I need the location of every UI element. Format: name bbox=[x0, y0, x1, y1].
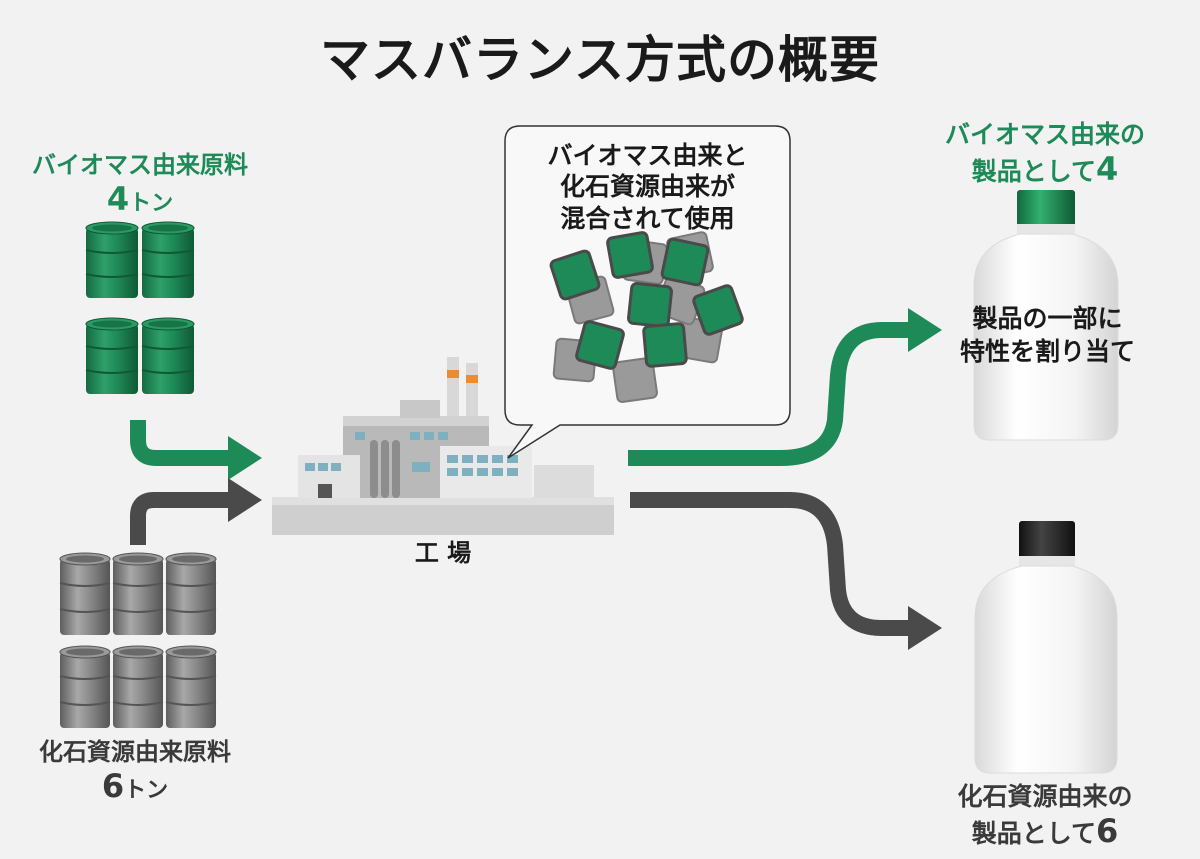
gray-barrel-icon bbox=[59, 552, 111, 636]
bio-output-line-1: バイオマス由来の bbox=[944, 120, 1145, 149]
bio-input-unit: トン bbox=[129, 191, 174, 216]
fossil-output-line-2: 製品として6 bbox=[920, 812, 1170, 850]
bio-output-amount: 4 bbox=[1096, 150, 1119, 188]
fossil-input-amount-line: 6トン bbox=[55, 767, 215, 805]
bubble-line-1: バイオマス由来と bbox=[547, 141, 748, 170]
bubble-line-2: 化石資源由来が bbox=[559, 172, 735, 202]
green-barrel-icon bbox=[85, 317, 139, 395]
bio-input-label: バイオマス由来原料 bbox=[32, 151, 248, 179]
green-barrel-icon bbox=[141, 317, 195, 395]
bio-bottle-note-line-2: 特性を割り当て bbox=[960, 336, 1136, 366]
bio-input-arrow bbox=[130, 420, 262, 480]
bio-output-line-2: 製品として4 bbox=[920, 150, 1170, 188]
gray-barrel-icon bbox=[165, 552, 217, 636]
bio-output-label: バイオマス由来の 製品として4 bbox=[920, 120, 1170, 188]
bio-bottle-note: 製品の一部に 特性を割り当て bbox=[960, 303, 1135, 368]
fossil-barrels bbox=[59, 552, 217, 729]
fossil-output-prefix: 製品として bbox=[971, 819, 1096, 848]
fossil-output-label: 化石資源由来の 製品として6 bbox=[920, 782, 1170, 850]
bubble-line-3: 混合されて使用 bbox=[560, 203, 735, 233]
fossil-bottle-icon bbox=[974, 521, 1118, 774]
gray-barrel-icon bbox=[59, 645, 111, 729]
fossil-input-arrow bbox=[130, 478, 262, 545]
factory-label: 工 場 bbox=[414, 539, 472, 567]
fossil-output-line-1: 化石資源由来の bbox=[957, 782, 1133, 811]
fossil-input-unit: トン bbox=[124, 778, 169, 803]
gray-barrel-icon bbox=[165, 645, 217, 729]
gray-barrel-icon bbox=[112, 552, 164, 636]
bio-output-prefix: 製品として bbox=[971, 157, 1096, 186]
fossil-input-label: 化石資源由来原料 bbox=[39, 738, 231, 766]
fossil-output-amount: 6 bbox=[1096, 812, 1119, 850]
bio-barrels bbox=[85, 221, 195, 395]
bio-bottle-note-line-1: 製品の一部に bbox=[972, 304, 1123, 333]
fossil-output-arrow bbox=[630, 492, 942, 650]
bio-input-amount-line: 4トン bbox=[60, 180, 220, 218]
bio-output-arrow bbox=[628, 308, 942, 466]
green-barrel-icon bbox=[85, 221, 139, 299]
factory-icon bbox=[272, 357, 614, 535]
gray-barrel-icon bbox=[112, 645, 164, 729]
bio-bottle-icon bbox=[973, 190, 1119, 441]
green-barrel-icon bbox=[141, 221, 195, 299]
page-title: マスバランス方式の概要 bbox=[320, 31, 880, 89]
bio-input-amount: 4 bbox=[106, 180, 130, 218]
bubble-text: バイオマス由来と 化石資源由来が 混合されて使用 bbox=[515, 140, 780, 234]
fossil-input-amount: 6 bbox=[101, 767, 125, 805]
